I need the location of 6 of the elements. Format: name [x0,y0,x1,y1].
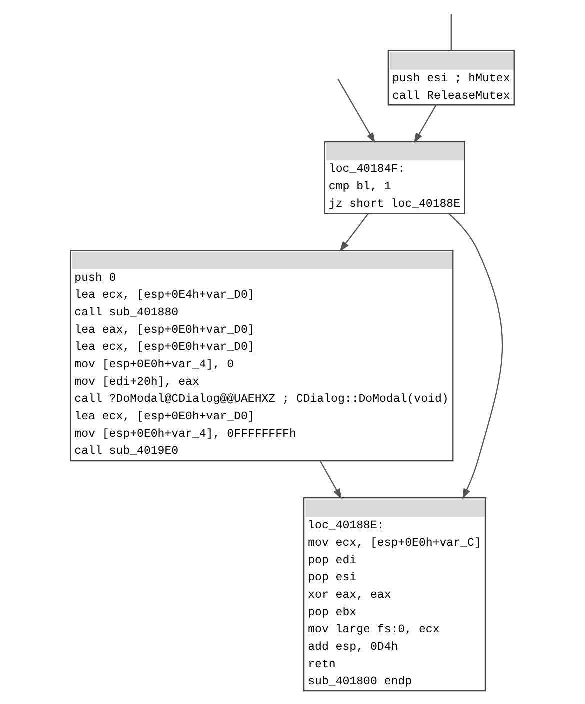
arrow [340,213,369,252]
arrow [414,104,437,144]
arrow [338,78,376,144]
arrow [448,214,503,500]
connector [450,14,452,51]
arrow [320,461,342,500]
